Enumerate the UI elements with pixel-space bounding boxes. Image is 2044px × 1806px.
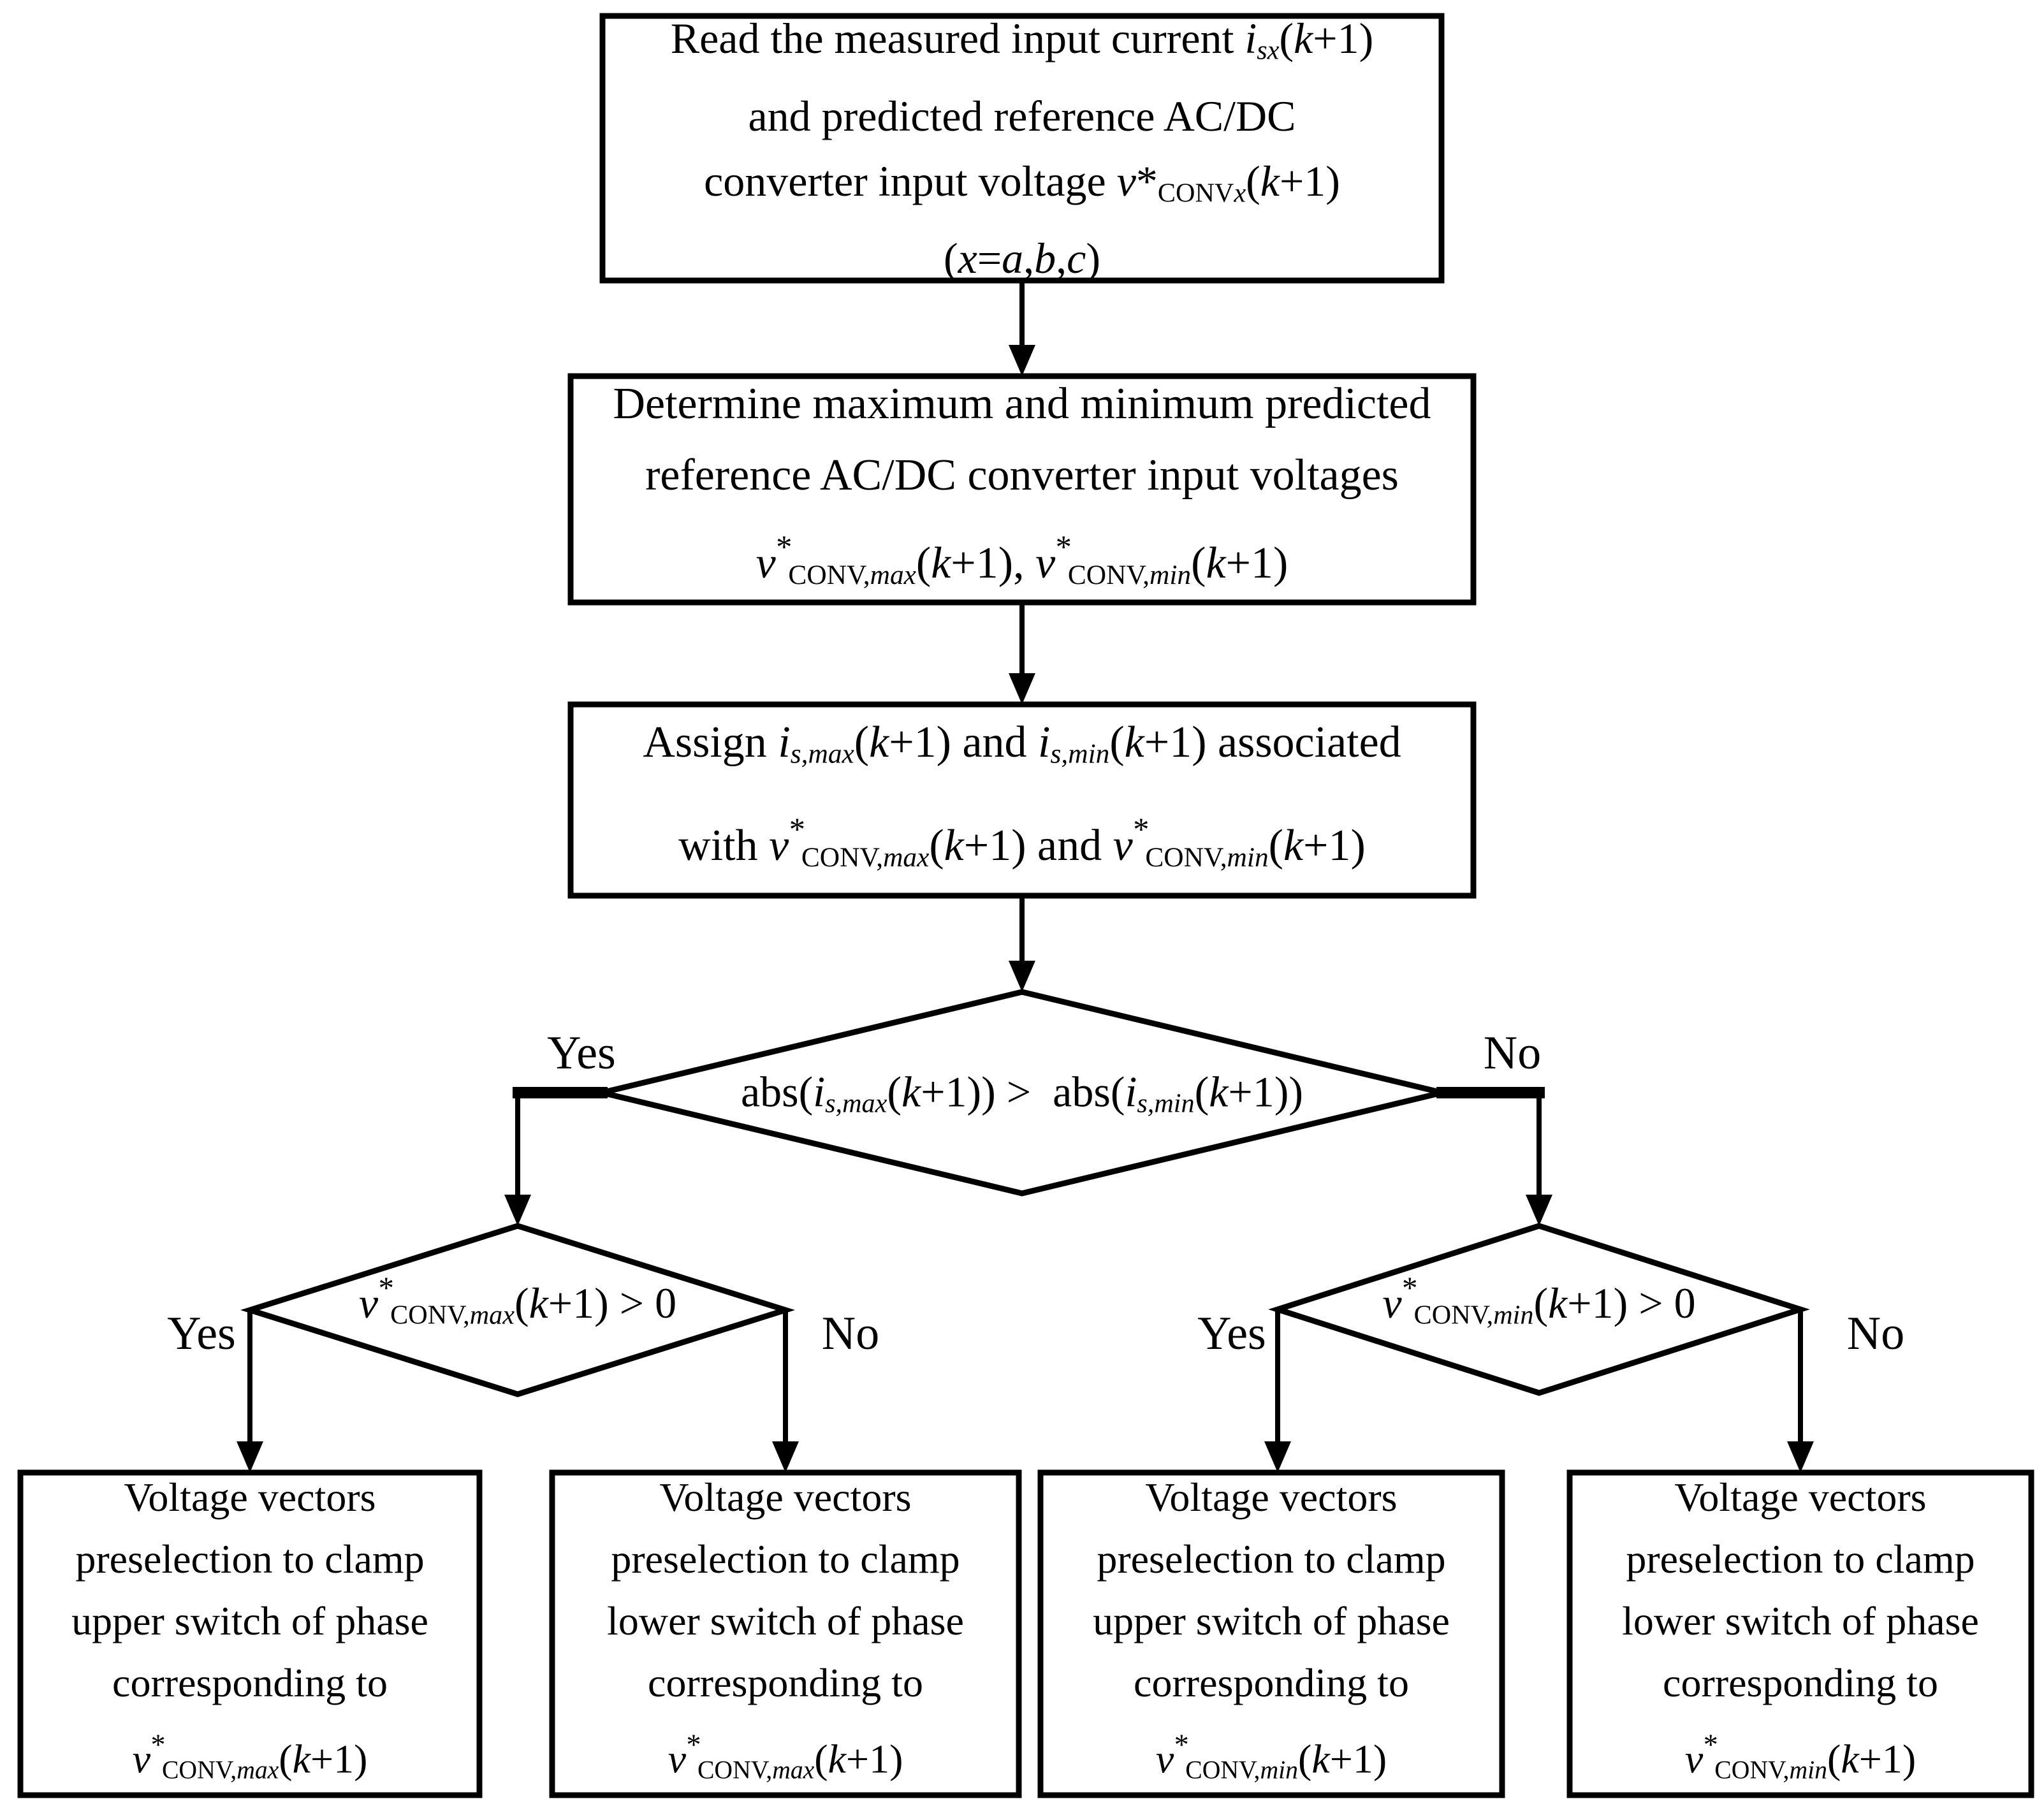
process-box-clamp-lower-min <box>1566 1469 2034 1798</box>
decision-vconv-max-positive <box>240 1223 796 1397</box>
arrowhead-into-box3 <box>1009 673 1035 704</box>
arrowhead-into-clamp-upper-max <box>237 1441 263 1473</box>
process-box-determine-max-min <box>567 373 1477 606</box>
vconv-min-positive-text: v*CONV,min(k+1) > 0 <box>1382 1270 1696 1330</box>
arrowhead-into-decision1 <box>1009 961 1035 992</box>
arrowhead-into-clamp-lower-max <box>772 1441 799 1473</box>
process-box-assign-currents <box>567 701 1477 899</box>
label-yes-decision3: Yes <box>1197 1307 1266 1360</box>
process-box-clamp-upper-max <box>17 1469 483 1798</box>
label-no-decision1: No <box>1483 1027 1542 1079</box>
process-box-read-inputs <box>599 13 1445 284</box>
decision-abs-compare <box>601 989 1443 1197</box>
label-no-decision3: No <box>1846 1307 1905 1360</box>
arrowhead-into-box2 <box>1009 345 1035 376</box>
arrowhead-into-decision2 <box>504 1195 531 1226</box>
decision-vconv-min-positive <box>1268 1223 1810 1396</box>
arrowhead-into-clamp-lower-min <box>1787 1441 1814 1473</box>
arrowhead-into-decision3 <box>1526 1195 1552 1226</box>
assign-currents-text: Assign is,max(k+1) and is,min(k+1) assoc… <box>643 718 1401 873</box>
label-no-decision2: No <box>821 1307 880 1360</box>
read-inputs-text: Read the measured input current isx(k+1)… <box>670 14 1374 282</box>
label-yes-decision1: Yes <box>547 1027 616 1079</box>
vconv-max-positive-text: v*CONV,max(k+1) > 0 <box>358 1270 677 1330</box>
arrowhead-into-clamp-upper-min <box>1264 1441 1291 1473</box>
process-box-clamp-lower-max <box>549 1469 1022 1798</box>
label-yes-decision2: Yes <box>167 1307 236 1360</box>
process-box-clamp-upper-min <box>1037 1469 1505 1798</box>
abs-compare-text: abs(is,max(k+1)) > abs(is,min(k+1)) <box>740 1067 1304 1119</box>
